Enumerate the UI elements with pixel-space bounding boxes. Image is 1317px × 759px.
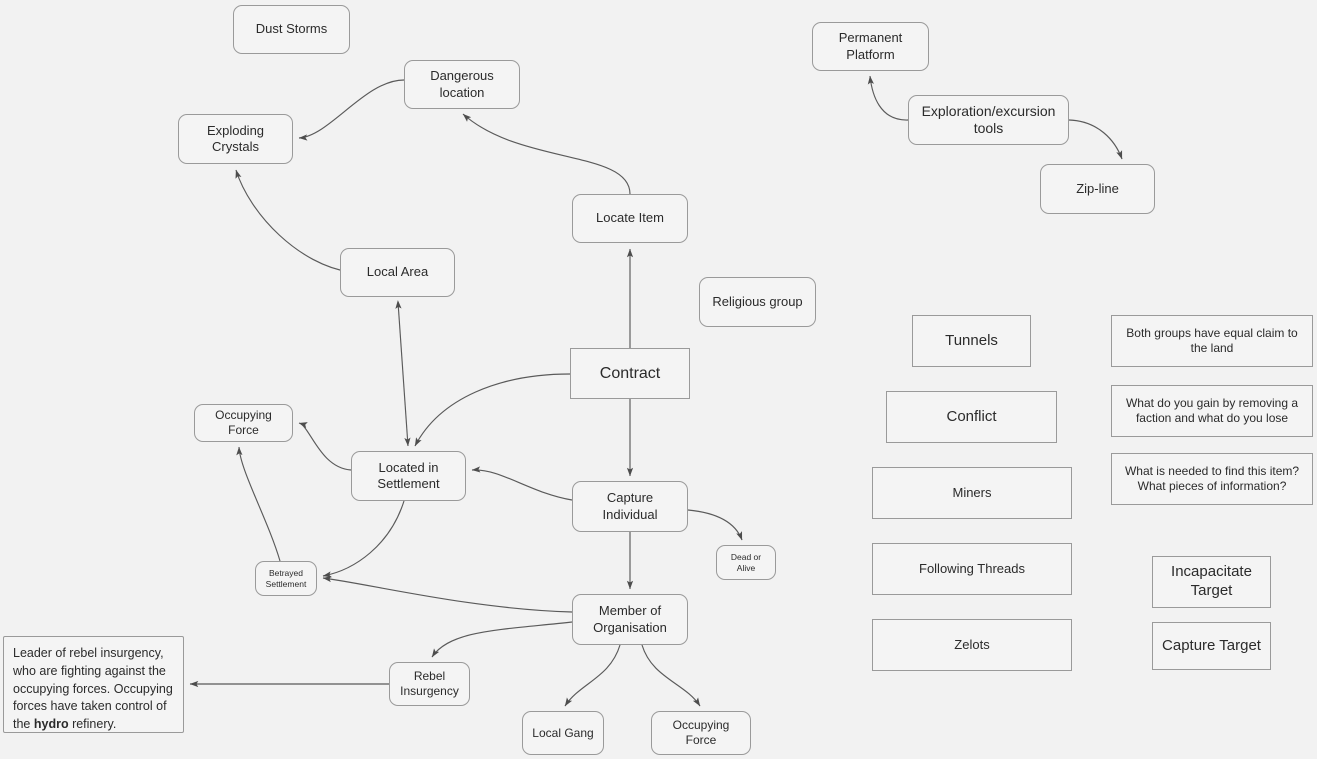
- edge-member-of-organisation-to-rebel-insurgency: [431, 621, 573, 658]
- node-contract[interactable]: Contract: [570, 348, 690, 399]
- node-label: Dead or Alive: [730, 551, 762, 573]
- node-label: Conflict: [946, 407, 997, 425]
- node-tunnels[interactable]: Tunnels: [912, 315, 1031, 367]
- note-text-after: refinery.: [68, 717, 117, 731]
- edge-local-area-located-in-settlement: [395, 300, 411, 447]
- node-dust-storms[interactable]: Dust Storms: [233, 5, 350, 54]
- node-following-threads[interactable]: Following Threads: [872, 543, 1072, 595]
- node-conflict[interactable]: Conflict: [886, 391, 1057, 443]
- edge-locate-item-to-dangerous-location: [462, 113, 631, 195]
- node-label: Permanent Platform: [838, 30, 903, 62]
- edge-exploration-tools-to-zip-line: [1068, 119, 1123, 160]
- edge-capture-individual-to-located-in-settlement: [471, 466, 573, 501]
- node-member-of-organisation[interactable]: Member of Organisation: [572, 594, 688, 645]
- node-label: Dangerous location: [430, 68, 494, 100]
- node-label: Miners: [952, 484, 992, 500]
- node-label: Capture Individual: [602, 490, 658, 522]
- edge-member-of-organisation-to-betrayed-settlement: [322, 575, 573, 613]
- node-occupying-force-left[interactable]: Occupying Force: [194, 404, 293, 442]
- edge-local-area-to-exploding-crystals: [235, 169, 351, 273]
- node-label: Locate Item: [596, 210, 664, 226]
- node-label: Local Area: [366, 264, 429, 280]
- node-incapacitate-target[interactable]: Incapacitate Target: [1152, 556, 1271, 608]
- edge-member-of-organisation-to-local-gang: [564, 644, 621, 707]
- node-label: What is needed to find this item? What p…: [1124, 464, 1300, 493]
- node-label: Member of Organisation: [593, 603, 667, 635]
- edge-member-of-organisation-to-occupying-force-bottom: [641, 644, 701, 707]
- note-text-bold: hydro: [33, 717, 69, 731]
- node-local-area[interactable]: Local Area: [340, 248, 455, 297]
- node-local-gang[interactable]: Local Gang: [522, 711, 604, 755]
- node-rebel-insurgency[interactable]: Rebel Insurgency: [389, 662, 470, 706]
- note-text: Leader of rebel insurgency, who are figh…: [13, 645, 174, 734]
- node-label: Exploration/excursion tools: [921, 102, 1056, 137]
- node-label: Incapacitate Target: [1171, 563, 1252, 599]
- node-capture-individual[interactable]: Capture Individual: [572, 481, 688, 532]
- node-betrayed-settlement[interactable]: Betrayed Settlement: [255, 561, 317, 596]
- node-label: Occupying Force: [672, 718, 730, 747]
- node-dead-or-alive[interactable]: Dead or Alive: [716, 545, 776, 580]
- node-label: What do you gain by removing a faction a…: [1125, 396, 1299, 425]
- node-locate-item[interactable]: Locate Item: [572, 194, 688, 243]
- node-label: Dust Storms: [255, 21, 328, 37]
- node-gain-lose[interactable]: What do you gain by removing a faction a…: [1111, 385, 1313, 437]
- node-religious-group[interactable]: Religious group: [699, 277, 816, 327]
- node-label: Both groups have equal claim to the land: [1126, 326, 1298, 355]
- node-label: Following Threads: [919, 560, 1025, 576]
- node-occupying-force-bottom[interactable]: Occupying Force: [651, 711, 751, 755]
- node-zip-line[interactable]: Zip-line: [1040, 164, 1155, 214]
- node-label: Tunnels: [945, 331, 998, 349]
- edge-capture-individual-to-dead-or-alive: [687, 509, 743, 541]
- node-label: Betrayed Settlement: [265, 567, 307, 589]
- node-miners[interactable]: Miners: [872, 467, 1072, 519]
- node-find-item-info[interactable]: What is needed to find this item? What p…: [1111, 453, 1313, 505]
- node-label: Rebel Insurgency: [400, 669, 459, 698]
- note-text-before: Leader of rebel insurgency, who are figh…: [13, 646, 173, 731]
- node-label: Zelots: [954, 636, 990, 652]
- node-label: Contract: [599, 364, 661, 382]
- node-located-in-settlement[interactable]: Located in Settlement: [351, 451, 466, 501]
- rebel-leader-note: Leader of rebel insurgency, who are figh…: [3, 636, 184, 733]
- node-label: Capture Target: [1162, 636, 1261, 654]
- node-label: Located in Settlement: [377, 459, 440, 491]
- node-equal-claim[interactable]: Both groups have equal claim to the land: [1111, 315, 1313, 367]
- node-label: Occupying Force: [215, 408, 272, 437]
- node-exploding-crystals[interactable]: Exploding Crystals: [178, 114, 293, 164]
- node-label: Religious group: [712, 293, 803, 309]
- node-label: Local Gang: [532, 725, 594, 740]
- edge-exploration-tools-to-permanent-platform: [867, 75, 909, 121]
- node-zelots[interactable]: Zelots: [872, 619, 1072, 671]
- edge-located-in-settlement-to-occupying-force: [298, 422, 352, 471]
- edge-dangerous-location-to-exploding-crystals: [298, 79, 405, 141]
- node-capture-target[interactable]: Capture Target: [1152, 622, 1271, 670]
- node-exploration-excursion-tools[interactable]: Exploration/excursion tools: [908, 95, 1069, 145]
- node-dangerous-location[interactable]: Dangerous location: [404, 60, 520, 109]
- node-permanent-platform[interactable]: Permanent Platform: [812, 22, 929, 71]
- edge-betrayed-settlement-to-occupying-force: [236, 446, 281, 562]
- edge-contract-to-located-in-settlement: [414, 373, 571, 447]
- node-label: Exploding Crystals: [206, 122, 265, 154]
- edge-located-in-settlement-to-betrayed-settlement: [322, 500, 405, 578]
- node-label: Zip-line: [1076, 180, 1119, 196]
